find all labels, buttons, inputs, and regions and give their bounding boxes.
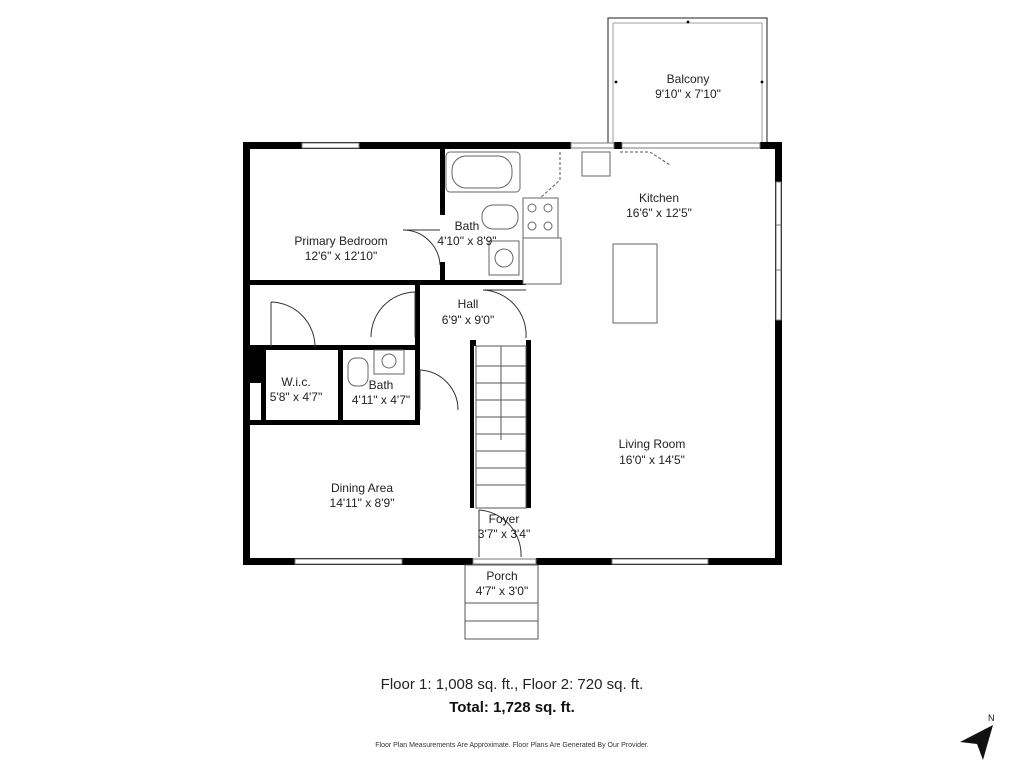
lower-bath-fixtures xyxy=(347,349,405,387)
bath-upper-label: Bath xyxy=(455,219,480,233)
porch-steps xyxy=(464,564,539,640)
windows xyxy=(294,142,782,565)
kitchen-fixtures xyxy=(522,151,671,324)
dining-area-dims: 14'11" x 8'9" xyxy=(330,496,395,510)
dining-area-label: Dining Area xyxy=(331,481,393,495)
north-arrow-icon: N xyxy=(960,713,995,760)
primary-bedroom-dims: 12'6" x 12'10" xyxy=(305,249,378,263)
interior-walls xyxy=(250,149,531,508)
bath-upper-dims: 4'10" x 8'9" xyxy=(437,234,496,248)
balcony-label: Balcony xyxy=(667,72,710,86)
total-area: Total: 1,728 sq. ft. xyxy=(449,699,575,716)
wic-label: W.i.c. xyxy=(281,375,310,389)
living-room-dims: 16'0" x 14'5" xyxy=(619,453,685,467)
upper-bath-fixtures xyxy=(445,151,521,276)
doors xyxy=(270,229,527,558)
disclaimer-footnote: Floor Plan Measurements Are Approximate.… xyxy=(375,742,649,749)
wic-dims: 5'8" x 4'7" xyxy=(270,390,322,404)
porch-label: Porch xyxy=(486,569,517,583)
foyer-dims: 3'7" x 3'4" xyxy=(478,527,530,541)
balcony-dims: 9'10" x 7'10" xyxy=(655,87,721,101)
kitchen-label: Kitchen xyxy=(639,191,679,205)
bath-lower-label: Bath xyxy=(369,378,394,392)
bath-lower-dims: 4'11" x 4'7" xyxy=(352,393,410,407)
kitchen-dims: 16'6" x 12'5" xyxy=(626,206,692,220)
primary-bedroom-label: Primary Bedroom xyxy=(294,234,387,248)
living-room-label: Living Room xyxy=(619,437,686,451)
hall-dims: 6'9" x 9'0" xyxy=(442,313,494,327)
floor-area-summary: Floor 1: 1,008 sq. ft., Floor 2: 720 sq.… xyxy=(380,676,644,693)
porch-dims: 4'7" x 3'0" xyxy=(476,584,528,598)
hall-label: Hall xyxy=(458,297,479,311)
room-labels: Balcony 9'10" x 7'10" Kitchen 16'6" x 12… xyxy=(270,72,721,598)
foyer-label: Foyer xyxy=(489,512,520,526)
svg-text:N: N xyxy=(988,713,995,723)
staircase xyxy=(475,345,527,509)
